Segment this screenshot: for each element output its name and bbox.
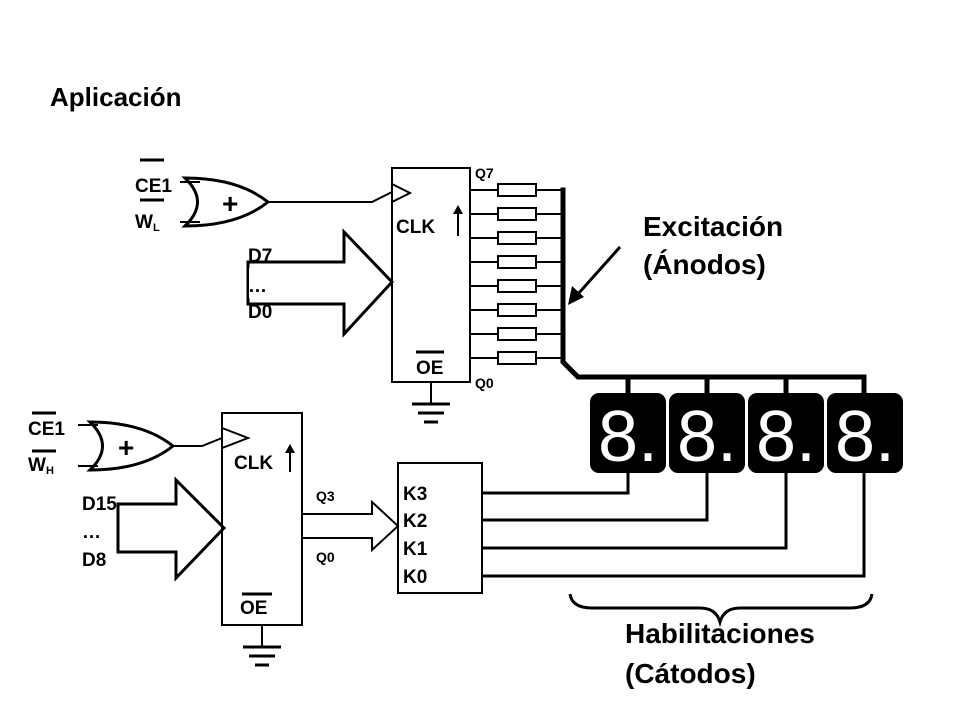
resistor [497,255,537,269]
cathode-annotation-line1: Habilitaciones [625,618,815,649]
cathode-wire-k0 [482,473,866,578]
resistor [497,303,537,317]
lower-oe-label: OE [240,598,267,619]
lower-latch-section: CE1 WH + CLK OE D15 … D8 Q3 Q0 [28,411,400,667]
driver-k1-label: K1 [403,539,428,560]
resistor [497,351,537,365]
upper-clk-label: CLK [396,217,435,238]
lower-data-top-label: D15 [82,494,117,515]
wl-label: WL [135,212,160,234]
resistor [497,279,537,293]
resistor [497,183,537,197]
or-upper-output-wire [268,191,393,203]
upper-data-bottom-label: D0 [248,302,272,323]
diagram-title: Aplicación [50,82,181,112]
display-digit: 8. [677,397,737,477]
upper-clock-triangle [391,182,413,204]
or-gate-upper [181,176,271,228]
wh-label: WH [28,455,54,477]
seven-segment-display [669,393,745,473]
resistor [497,327,537,341]
upper-oe-label: OE [416,358,443,379]
or-gate-upper-symbol: + [222,188,238,219]
upper-q0-label: Q0 [475,375,494,391]
anode-bus [560,187,867,380]
anode-pointer-arrowhead [568,286,584,305]
lower-q0-label: Q0 [316,549,335,565]
lower-clk-arrow-head [285,444,295,453]
anode-annotation-line1: Excitación [643,211,783,242]
lower-q3-label: Q3 [316,488,335,504]
driver-k0-label: K0 [403,567,427,588]
upper-clk-arrow-head [453,205,463,214]
cathode-brace [568,593,874,628]
cathode-annotation-line2: (Cátodos) [625,658,756,689]
seven-segment-display [748,393,824,473]
ce1-lower-label: CE1 [28,419,65,440]
or-gate-lower [86,420,176,472]
lower-clock-triangle [221,426,251,450]
resistor [497,207,537,221]
lower-data-label-bg [80,512,112,544]
anode-pointer-line [576,246,622,295]
resistor [497,231,537,245]
driver-k2-label: K2 [403,511,427,532]
upper-latch-section: CE1 WL + CLK OE D7 … D0 Q7 Q0 [135,158,494,424]
upper-data-ellipsis: … [248,276,267,297]
seven-segment-display [827,393,903,473]
lower-data-ellipsis: … [82,522,101,543]
upper-q7-label: Q7 [475,165,494,181]
display-digit: 8. [835,397,895,477]
cathode-wire-k1 [482,473,788,550]
lower-data-bus-arrow [116,476,227,582]
lower-clk-label: CLK [234,453,273,474]
cathode-wire-k2 [482,473,709,522]
lower-output-bus-arrow [301,499,400,553]
upper-data-bus-arrow [246,228,395,338]
display-digit: 8. [598,397,658,477]
ce1-upper-label: CE1 [135,176,172,197]
seven-segment-display [590,393,666,473]
lower-data-bottom-label: D8 [82,550,106,571]
or-gate-lower-symbol: + [118,432,134,463]
display-digit: 8. [756,397,816,477]
or-lower-output-wire [173,437,223,447]
upper-data-top-label: D7 [248,246,272,267]
display-group: 8. 8. 8. 8. [590,393,903,477]
cathode-driver-box [397,462,483,594]
resistor-array [470,183,563,365]
upper-latch-box [391,167,471,383]
upper-data-label-bg [249,268,279,298]
cathode-wire-k3 [482,473,630,495]
anode-annotation-line2: (Ánodos) [643,249,766,280]
driver-k3-label: K3 [403,484,427,505]
